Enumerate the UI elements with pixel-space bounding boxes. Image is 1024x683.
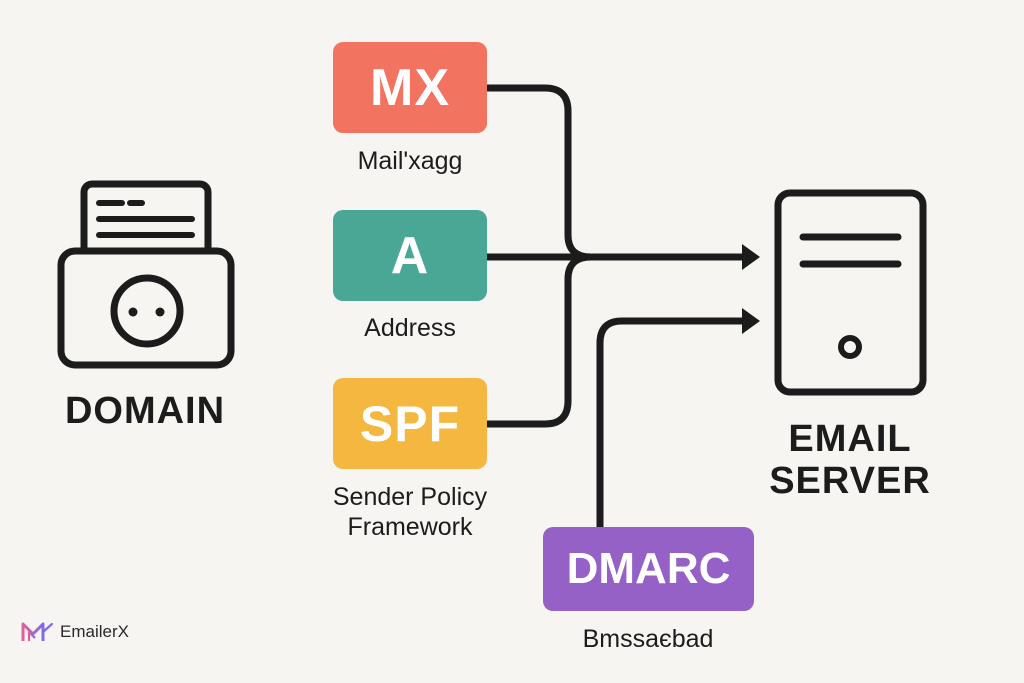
- spf-caption-line-1: Sender Policy: [332, 483, 488, 511]
- dmarc-connector: [596, 317, 746, 531]
- mx-record-caption: Mail'xagg: [357, 147, 463, 175]
- brand-logo: EmailerX: [20, 618, 129, 646]
- email-server-label-line-1: EMAIL: [788, 418, 912, 460]
- spf-caption-line-2: Framework: [347, 513, 473, 541]
- dmarc-record-box: DMARC: [543, 527, 754, 611]
- spf-record-box: SPF: [333, 378, 487, 469]
- a-record-box: A: [333, 210, 487, 301]
- email-server-label: EMAIL SERVER: [760, 418, 940, 502]
- mx-record-box: MX: [333, 42, 487, 133]
- dmarc-record-caption: Bmssaєbad: [582, 625, 714, 653]
- spf-record-caption: Sender Policy Framework: [300, 482, 520, 542]
- a-record-caption: Address: [364, 314, 456, 342]
- brand-m-icon: [21, 622, 54, 641]
- arrowhead-lower: [742, 308, 760, 334]
- server-icon: [774, 189, 927, 396]
- email-server-label-line-2: SERVER: [769, 460, 931, 502]
- arrowhead-upper: [742, 244, 760, 270]
- domain-icon: [57, 180, 235, 369]
- mx-connector: [483, 84, 746, 261]
- domain-label: DOMAIN: [64, 390, 226, 432]
- spf-connector: [483, 253, 595, 428]
- brand-name: EmailerX: [60, 622, 129, 641]
